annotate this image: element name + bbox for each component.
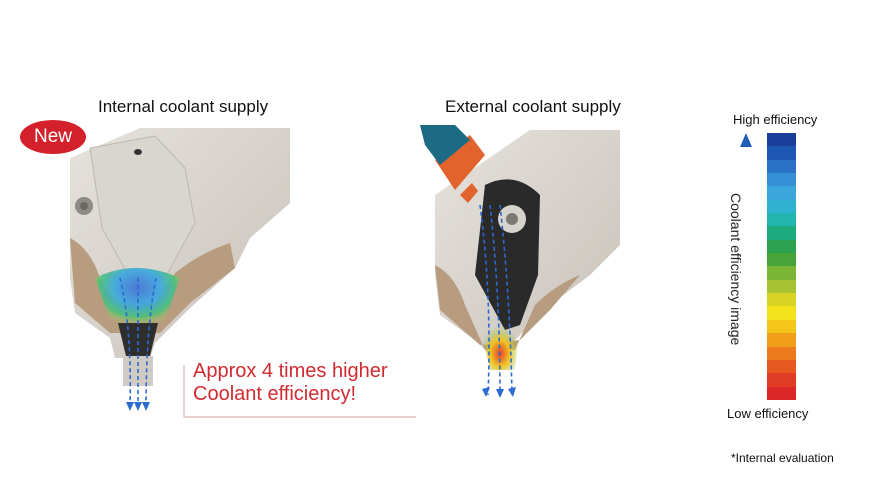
color-scale-step [767,146,796,160]
coolant-heat-zone [480,315,520,370]
color-scale-step [767,199,796,214]
coolant-hose [420,125,470,165]
color-scale-step [767,346,796,360]
color-scale-step [767,386,796,400]
color-scale-step [767,279,796,294]
callout-leader-line [183,365,416,418]
callout-line-2: Coolant efficiency! [193,383,357,405]
external-coolant-illustration [420,125,620,398]
color-scale-step [767,213,796,227]
color-scale-step [767,293,796,307]
external-coolant-title: External coolant supply [445,97,621,116]
color-scale-step [767,159,796,174]
efficiency-callout: Approx 4 times higher Coolant efficiency… [193,360,388,406]
coolant-nozzle [435,135,485,190]
internal-evaluation-footnote: *Internal evaluation [731,451,834,465]
color-scale-step [767,133,796,147]
color-scale-step [767,333,796,347]
new-badge: New [20,120,86,154]
color-scale-step [767,226,796,240]
color-scale-step [767,253,796,267]
color-scale-step [767,373,796,387]
low-efficiency-label: Low efficiency [727,406,809,421]
clamp-top [89,135,196,279]
color-scale-step [767,186,796,200]
high-efficiency-label: High efficiency [733,112,818,127]
coolant-efficiency-axis-label: Coolant efficiency image [728,193,744,346]
color-scale-step [767,319,796,334]
internal-coolant-title: Internal coolant supply [98,97,269,116]
callout-line-1: Approx 4 times higher [193,360,388,382]
color-scale-step [767,173,796,187]
efficiency-arrow [740,133,752,399]
chip-area [435,265,580,350]
color-scale-step [767,306,796,320]
color-scale-step [767,359,796,374]
color-scale-step [767,266,796,280]
color-scale-step [767,239,796,254]
efficiency-color-scale [767,133,796,400]
internal-coolant-illustration [70,128,290,411]
